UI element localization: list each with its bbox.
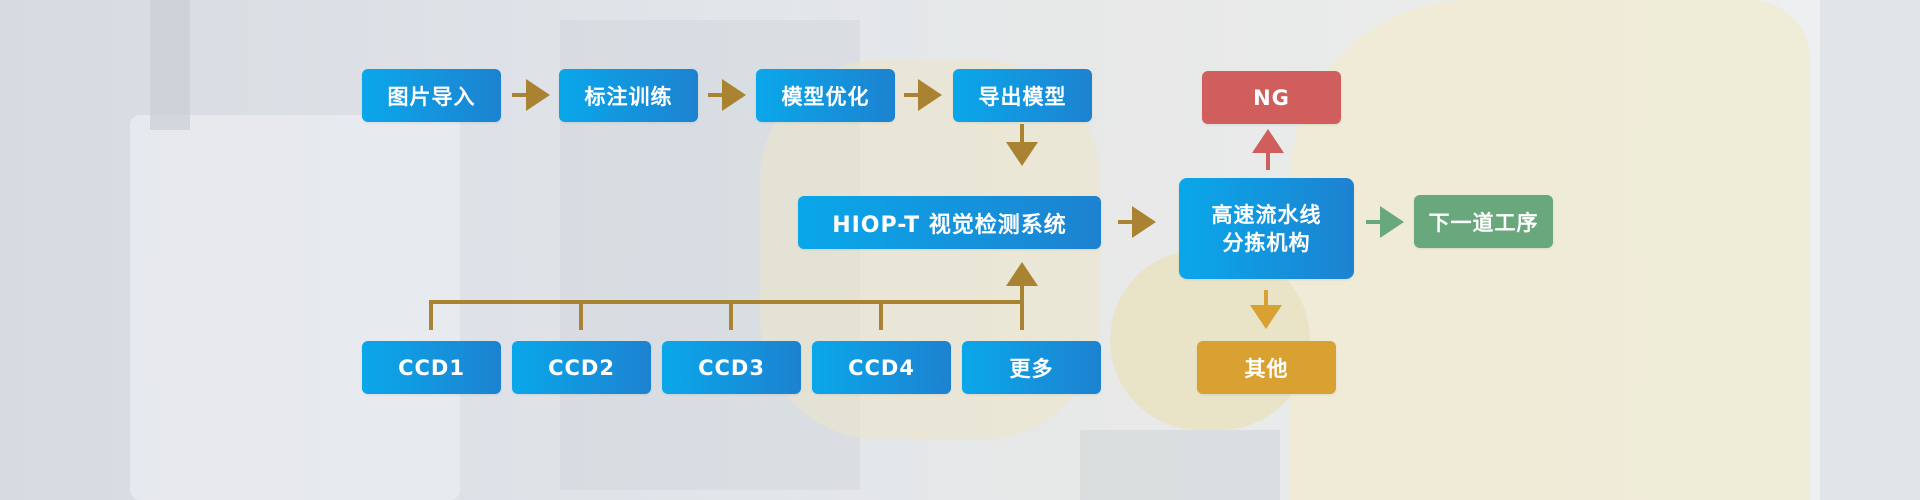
node-annotate-train: 标注训练 [559,69,698,122]
background-pillar [150,0,190,130]
node-more-cameras: 更多 [962,341,1101,394]
background-gripper [1080,430,1280,500]
background-machine-left [130,115,460,500]
node-image-import: 图片导入 [362,69,501,122]
background-robot-arm-body [1290,0,1810,500]
sorter-line-2: 分拣机构 [1222,230,1311,255]
node-ccd2: CCD2 [512,341,651,394]
node-ccd3: CCD3 [662,341,801,394]
node-sorting-mechanism: 高速流水线 分拣机构 [1179,178,1354,279]
background-right-column [1820,0,1920,500]
node-other: 其他 [1197,341,1336,394]
node-vision-system: HIOP-T 视觉检测系统 [798,196,1101,249]
background-robot-arm-joint [1110,250,1310,430]
sorter-line-1: 高速流水线 [1211,202,1322,227]
node-next-process: 下一道工序 [1414,195,1553,248]
node-model-optimize: 模型优化 [756,69,895,122]
node-ccd4: CCD4 [812,341,951,394]
node-ng: NG [1202,71,1341,124]
node-export-model: 导出模型 [953,69,1092,122]
node-ccd1: CCD1 [362,341,501,394]
